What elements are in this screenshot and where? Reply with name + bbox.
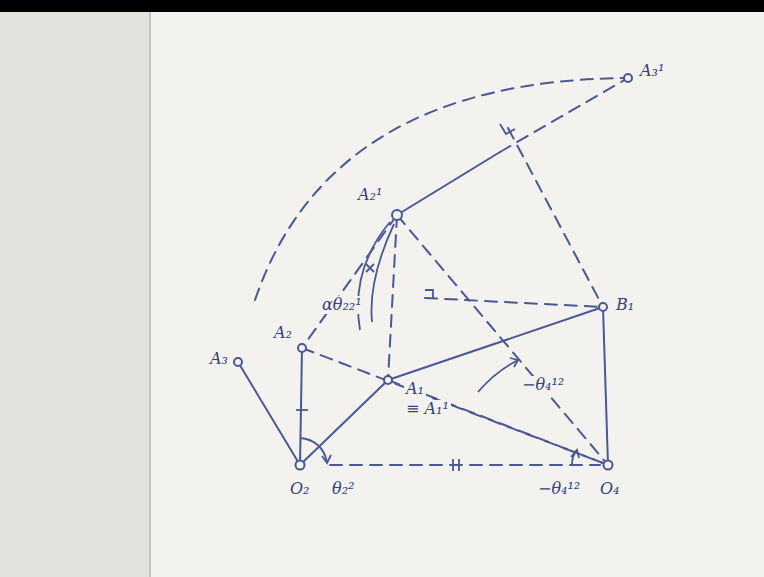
point-label: B₁ xyxy=(614,296,636,314)
tick-mark xyxy=(366,264,374,272)
solid-links xyxy=(238,152,608,465)
angle-arc xyxy=(371,224,394,322)
joint-point xyxy=(624,74,632,82)
tick-mark xyxy=(296,409,308,411)
point-label: A₃ xyxy=(208,350,230,368)
crank-link xyxy=(238,362,300,465)
joint-point xyxy=(384,376,392,384)
construction-line xyxy=(302,348,608,465)
angle-label: −θ₄¹² xyxy=(520,376,566,394)
joint-point xyxy=(234,358,242,366)
angle-label: −θ₄¹² xyxy=(536,480,582,498)
joint-point xyxy=(599,303,607,311)
construction-line xyxy=(388,215,397,380)
point-label: A₃¹ xyxy=(638,62,666,80)
construction-line xyxy=(500,78,628,152)
construction-line xyxy=(397,215,608,465)
pivot-point xyxy=(604,461,613,470)
point-label: A₂¹ xyxy=(356,186,384,204)
page-margin xyxy=(0,0,150,577)
construction-line xyxy=(302,215,397,348)
pivot-point xyxy=(296,461,305,470)
pivot-label: O₂ xyxy=(288,480,312,498)
joint-point xyxy=(392,210,402,220)
construction-line xyxy=(388,380,608,465)
ground-link xyxy=(330,464,600,466)
arrow-head xyxy=(571,450,579,458)
rocker-link xyxy=(603,307,608,465)
joint-point xyxy=(298,344,306,352)
arrow-head xyxy=(510,358,518,367)
perpendicular-bisector xyxy=(425,298,603,307)
point-label: ≡ A₁¹ xyxy=(404,400,451,418)
angle-label: αθ₂₂¹ xyxy=(320,296,364,314)
joints xyxy=(234,74,632,470)
tick-mark xyxy=(458,459,460,471)
right-angle-mark xyxy=(425,290,433,298)
point-label: A₂ xyxy=(272,324,294,342)
frame-band xyxy=(0,0,764,12)
angle-label: θ₂² xyxy=(330,480,356,498)
crank-link xyxy=(300,348,302,465)
dashed-construction xyxy=(255,78,628,465)
pivot-label: O₄ xyxy=(598,480,622,498)
coupler-link xyxy=(388,307,603,380)
marks xyxy=(296,124,579,471)
perpendicular-bisector xyxy=(508,128,603,307)
margin-line xyxy=(149,12,151,577)
tick-mark xyxy=(452,459,454,471)
angle-arc xyxy=(478,360,518,392)
construction-link xyxy=(397,152,500,215)
arrow-head xyxy=(322,455,331,463)
right-angle-mark xyxy=(500,124,515,134)
crank-link xyxy=(300,380,388,465)
point-label: A₁ xyxy=(404,380,426,398)
